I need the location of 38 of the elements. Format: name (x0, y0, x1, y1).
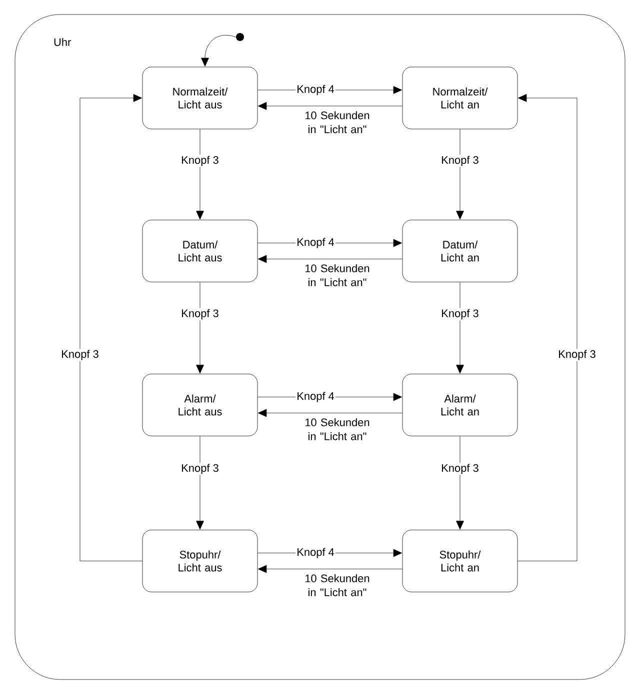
arrow (456, 436, 464, 530)
edge-label: Knopf 4 (296, 84, 336, 96)
edge-label: Knopf 3 (557, 348, 597, 362)
edge-label: Knopf 4 (296, 546, 336, 560)
edge-label: 10 Sekunden in "Licht an" (305, 574, 370, 596)
state-box: Alarm/ Licht an (402, 374, 518, 436)
edge-label: Knopf 3 (60, 348, 100, 362)
edge-label: Knopf 4 (296, 236, 336, 250)
arrow (258, 255, 402, 263)
edge-label: Knopf 3 (440, 462, 480, 476)
arrow (518, 94, 578, 562)
state-box: Normalzeit/ Licht an (402, 66, 518, 130)
arrow (80, 94, 142, 562)
arrow (201, 35, 236, 66)
state-box: Stopuhr/ Licht an (402, 530, 518, 592)
edge-label: Knopf 3 (180, 462, 220, 476)
arrow (456, 282, 464, 374)
edge-label: 10 Sekunden in "Licht an" (305, 111, 370, 134)
arrow (196, 436, 204, 530)
arrow (196, 282, 204, 374)
state-box: Stopuhr/ Licht aus (142, 530, 258, 592)
edge-label: Knopf 3 (180, 308, 220, 320)
state-box: Datum/ Licht aus (142, 220, 258, 282)
edge-label: 10 Sekunden in "Licht an" (305, 264, 370, 286)
edge-label: 10 Sekunden in "Licht an" (305, 418, 370, 440)
initial-state-dot (236, 33, 244, 41)
arrow (196, 129, 204, 220)
edge-label: Knopf 3 (180, 154, 220, 167)
arrow (258, 409, 402, 417)
state-box: Alarm/ Licht aus (142, 374, 258, 436)
edge-label: Knopf 3 (440, 308, 480, 320)
arrow (456, 129, 464, 220)
state-box: Datum/ Licht an (402, 220, 518, 282)
state-box: Normalzeit/ Licht aus (142, 66, 258, 130)
edge-label: Knopf 4 (296, 390, 336, 404)
edge-label: Knopf 3 (440, 154, 480, 167)
arrow (258, 565, 402, 573)
arrow (258, 102, 402, 110)
